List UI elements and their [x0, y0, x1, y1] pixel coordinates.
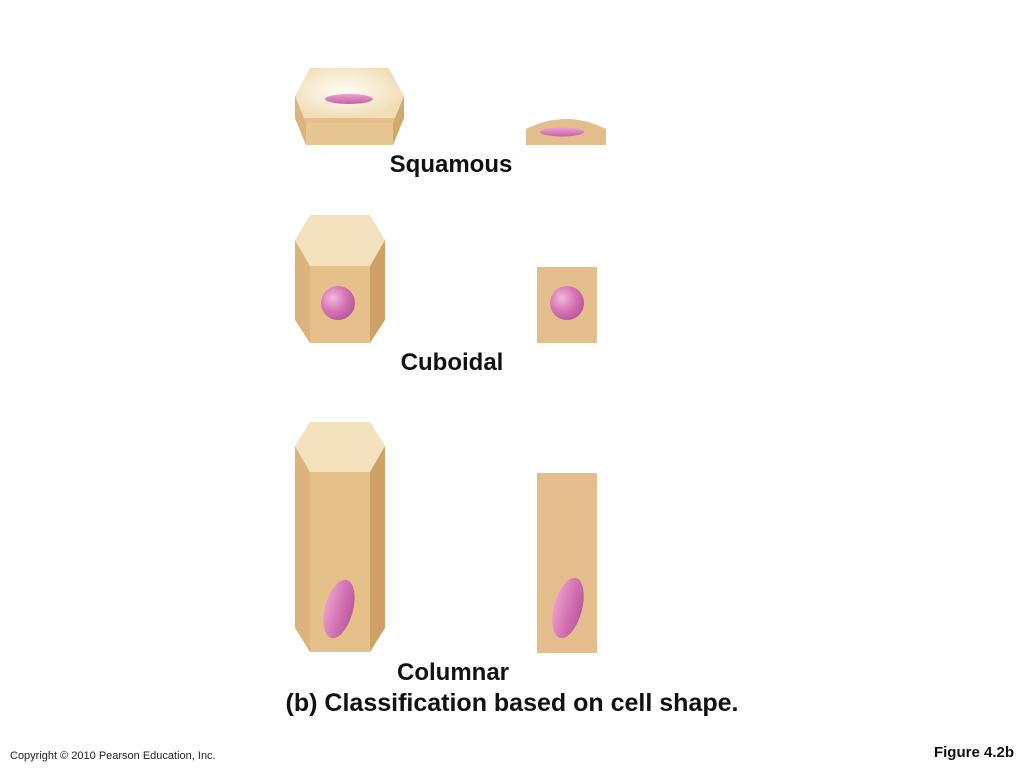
label-columnar: Columnar [396, 659, 510, 686]
columnar-front-face [310, 472, 370, 652]
columnar-nucleus-icon [323, 579, 355, 639]
squamous-top-face [295, 68, 404, 118]
cuboidal-cell-3d-icon [295, 215, 385, 343]
squamous-section-nucleus-icon [540, 127, 584, 137]
squamous-nucleus-icon [325, 94, 373, 104]
label-cuboidal: Cuboidal [400, 349, 504, 376]
columnar-left-face [295, 446, 310, 652]
figure-number: Figure 4.2b [933, 744, 1014, 761]
columnar-section-nucleus-icon [552, 577, 584, 639]
cuboidal-cell-section-icon [537, 267, 597, 343]
columnar-cell-3d-icon [295, 422, 385, 652]
columnar-top-face [295, 422, 385, 472]
cuboidal-section-nucleus-icon [550, 286, 584, 320]
cuboidal-nucleus-icon [321, 286, 355, 320]
figure-caption: (b) Classification based on cell shape. [285, 689, 739, 717]
columnar-right-face [370, 446, 385, 652]
copyright-notice: Copyright © 2010 Pearson Education, Inc. [10, 750, 216, 762]
columnar-cell-section-icon [537, 473, 597, 653]
label-squamous: Squamous [389, 151, 513, 178]
cuboidal-top-face [295, 215, 385, 266]
cuboidal-right-face [370, 240, 385, 343]
squamous-cell-section-icon [526, 119, 606, 145]
cuboidal-left-face [295, 240, 310, 343]
squamous-cell-3d-icon [295, 68, 404, 145]
